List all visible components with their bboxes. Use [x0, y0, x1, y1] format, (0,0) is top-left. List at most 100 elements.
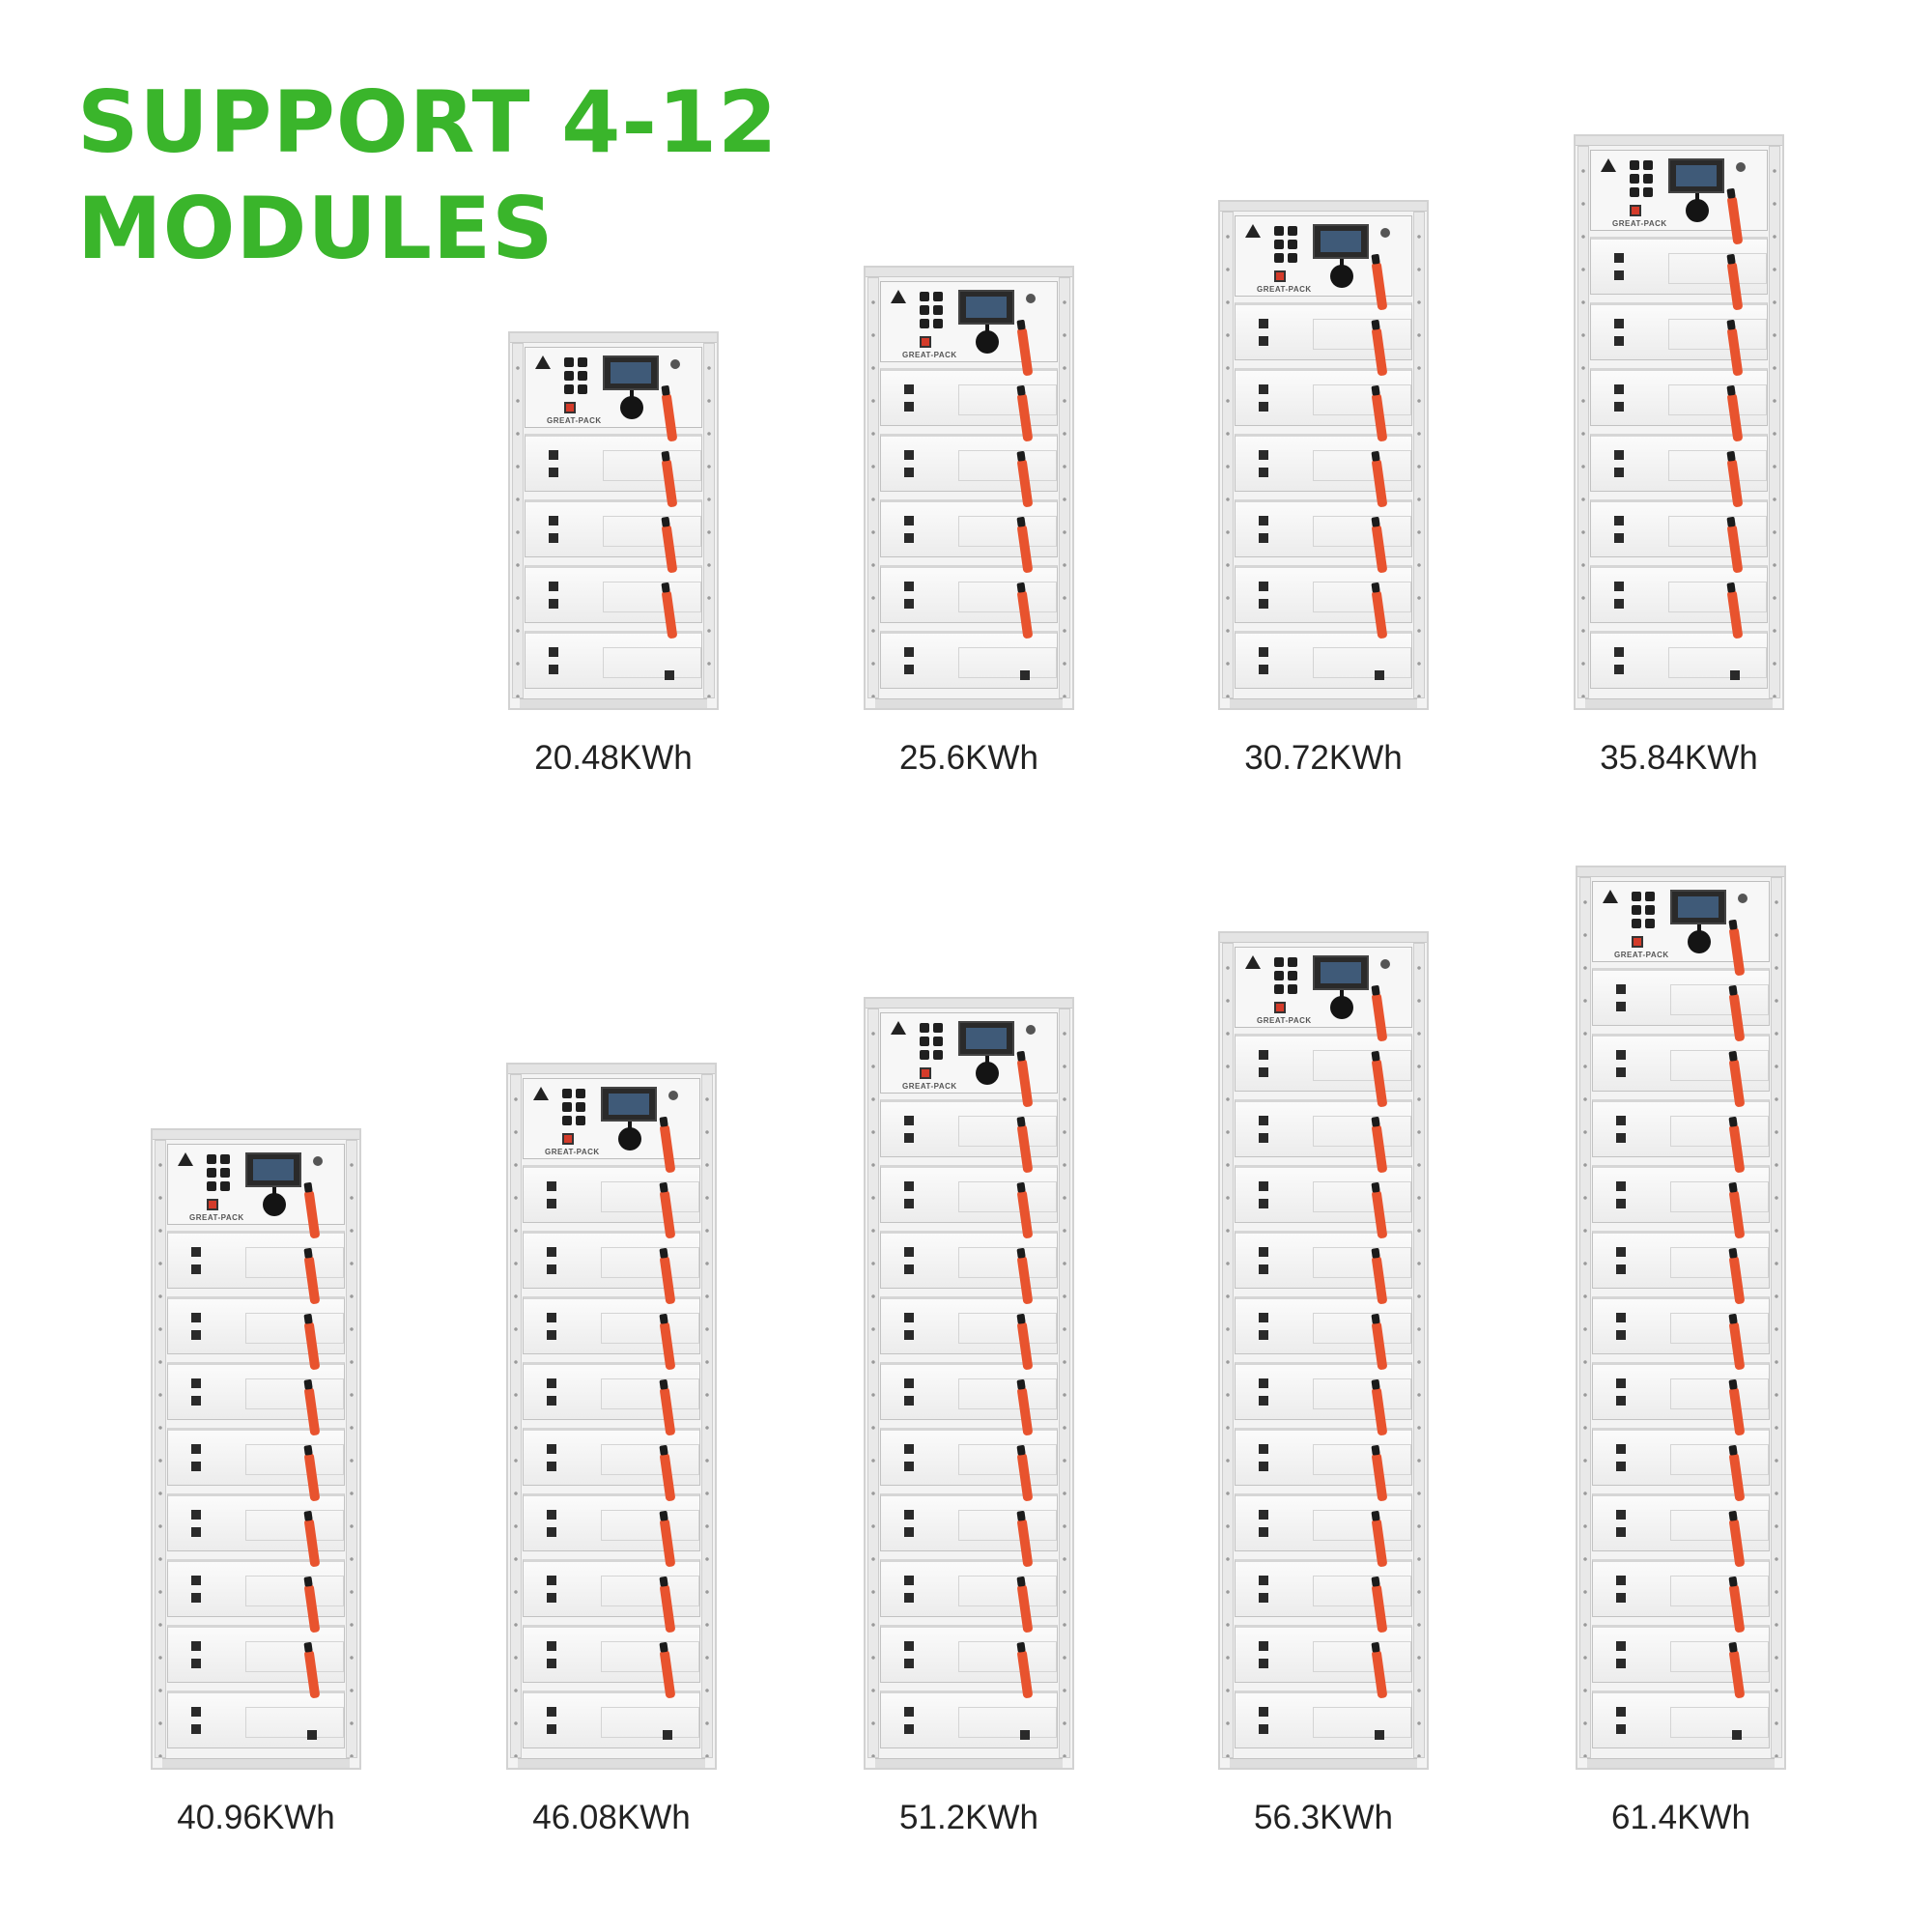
battery-rack: GREAT-PACK — [864, 997, 1074, 1770]
control-button[interactable] — [1288, 984, 1297, 994]
control-button[interactable] — [1274, 226, 1284, 236]
module-port-icon — [1259, 533, 1268, 543]
control-button[interactable] — [1274, 957, 1284, 967]
control-button[interactable] — [220, 1154, 230, 1164]
power-switch-knob[interactable] — [1330, 259, 1353, 288]
control-button[interactable] — [933, 319, 943, 328]
module-port-icon — [547, 1510, 556, 1520]
control-button[interactable] — [564, 357, 574, 367]
module-port-icon — [191, 1462, 201, 1471]
control-button[interactable] — [920, 292, 929, 301]
control-button[interactable] — [933, 1023, 943, 1033]
module-port-icon — [1616, 1378, 1626, 1388]
control-button[interactable] — [562, 1089, 572, 1098]
module-label-panel — [603, 582, 701, 612]
control-button[interactable] — [920, 319, 929, 328]
module-port-icon — [547, 1659, 556, 1668]
power-switch-knob[interactable] — [1688, 924, 1711, 953]
control-button[interactable] — [1274, 984, 1284, 994]
battery-module — [880, 1099, 1058, 1157]
control-button[interactable] — [1288, 240, 1297, 249]
module-terminal-icon — [1375, 670, 1384, 680]
module-port-icon — [1259, 1330, 1268, 1340]
control-button[interactable] — [1645, 905, 1655, 915]
module-port-icon — [904, 468, 914, 477]
power-switch-knob[interactable] — [1330, 990, 1353, 1019]
control-button[interactable] — [1632, 905, 1641, 915]
battery-module — [167, 1625, 345, 1683]
control-button[interactable] — [1630, 160, 1639, 170]
control-button[interactable] — [1643, 174, 1653, 184]
power-switch-knob[interactable] — [976, 325, 999, 354]
power-switch-knob[interactable] — [1686, 193, 1709, 222]
module-label-panel — [1313, 582, 1411, 612]
control-button[interactable] — [1274, 240, 1284, 249]
module-port-icon — [191, 1659, 201, 1668]
control-button[interactable] — [578, 357, 587, 367]
control-button[interactable] — [1630, 187, 1639, 197]
control-button[interactable] — [933, 292, 943, 301]
control-button[interactable] — [933, 1050, 943, 1060]
module-port-icon — [191, 1330, 201, 1340]
module-label-panel — [1670, 1181, 1769, 1212]
battery-module — [523, 1165, 700, 1223]
control-button[interactable] — [576, 1116, 585, 1125]
control-button[interactable] — [1288, 971, 1297, 980]
control-button[interactable] — [1630, 174, 1639, 184]
control-button[interactable] — [920, 305, 929, 315]
control-button[interactable] — [1632, 919, 1641, 928]
battery-module — [880, 1428, 1058, 1486]
control-button[interactable] — [1643, 187, 1653, 197]
lcd-display — [1313, 955, 1369, 990]
power-switch-knob[interactable] — [620, 390, 643, 419]
control-button[interactable] — [1632, 892, 1641, 901]
control-button[interactable] — [562, 1116, 572, 1125]
module-port-icon — [547, 1396, 556, 1406]
control-button[interactable] — [1645, 919, 1655, 928]
battery-rack: GREAT-PACK — [1574, 134, 1784, 710]
control-button[interactable] — [576, 1089, 585, 1098]
control-button[interactable] — [1645, 892, 1655, 901]
module-port-icon — [1259, 336, 1268, 346]
battery-module — [1592, 1296, 1770, 1354]
power-switch-knob[interactable] — [263, 1187, 286, 1216]
control-button[interactable] — [933, 1037, 943, 1046]
warning-triangle-icon — [1245, 224, 1261, 238]
control-button[interactable] — [564, 384, 574, 394]
battery-module — [880, 499, 1058, 557]
control-button[interactable] — [207, 1181, 216, 1191]
control-button[interactable] — [1288, 253, 1297, 263]
module-label-panel — [603, 516, 701, 547]
control-button[interactable] — [578, 371, 587, 381]
module-port-icon — [1259, 402, 1268, 412]
module-port-icon — [547, 1330, 556, 1340]
power-switch-knob[interactable] — [976, 1056, 999, 1085]
control-unit: GREAT-PACK — [1590, 150, 1768, 231]
control-button[interactable] — [920, 1023, 929, 1033]
power-switch-knob[interactable] — [618, 1122, 641, 1151]
control-button[interactable] — [1643, 160, 1653, 170]
module-port-icon — [549, 516, 558, 526]
battery-module — [880, 1231, 1058, 1289]
control-button[interactable] — [220, 1168, 230, 1178]
control-button[interactable] — [1274, 253, 1284, 263]
module-port-icon — [191, 1527, 201, 1537]
control-button[interactable] — [562, 1102, 572, 1112]
battery-rack: GREAT-PACK — [1218, 200, 1429, 710]
control-button[interactable] — [564, 371, 574, 381]
control-button[interactable] — [220, 1181, 230, 1191]
control-button[interactable] — [207, 1154, 216, 1164]
battery-module — [1592, 968, 1770, 1026]
control-button[interactable] — [578, 384, 587, 394]
control-button[interactable] — [920, 1050, 929, 1060]
battery-module — [1592, 1690, 1770, 1748]
module-port-icon — [1616, 1444, 1626, 1454]
control-button[interactable] — [920, 1037, 929, 1046]
control-button[interactable] — [207, 1168, 216, 1178]
control-button[interactable] — [1288, 957, 1297, 967]
brand-label: GREAT-PACK — [547, 416, 602, 425]
control-button[interactable] — [576, 1102, 585, 1112]
control-button[interactable] — [933, 305, 943, 315]
control-button[interactable] — [1288, 226, 1297, 236]
control-button[interactable] — [1274, 971, 1284, 980]
